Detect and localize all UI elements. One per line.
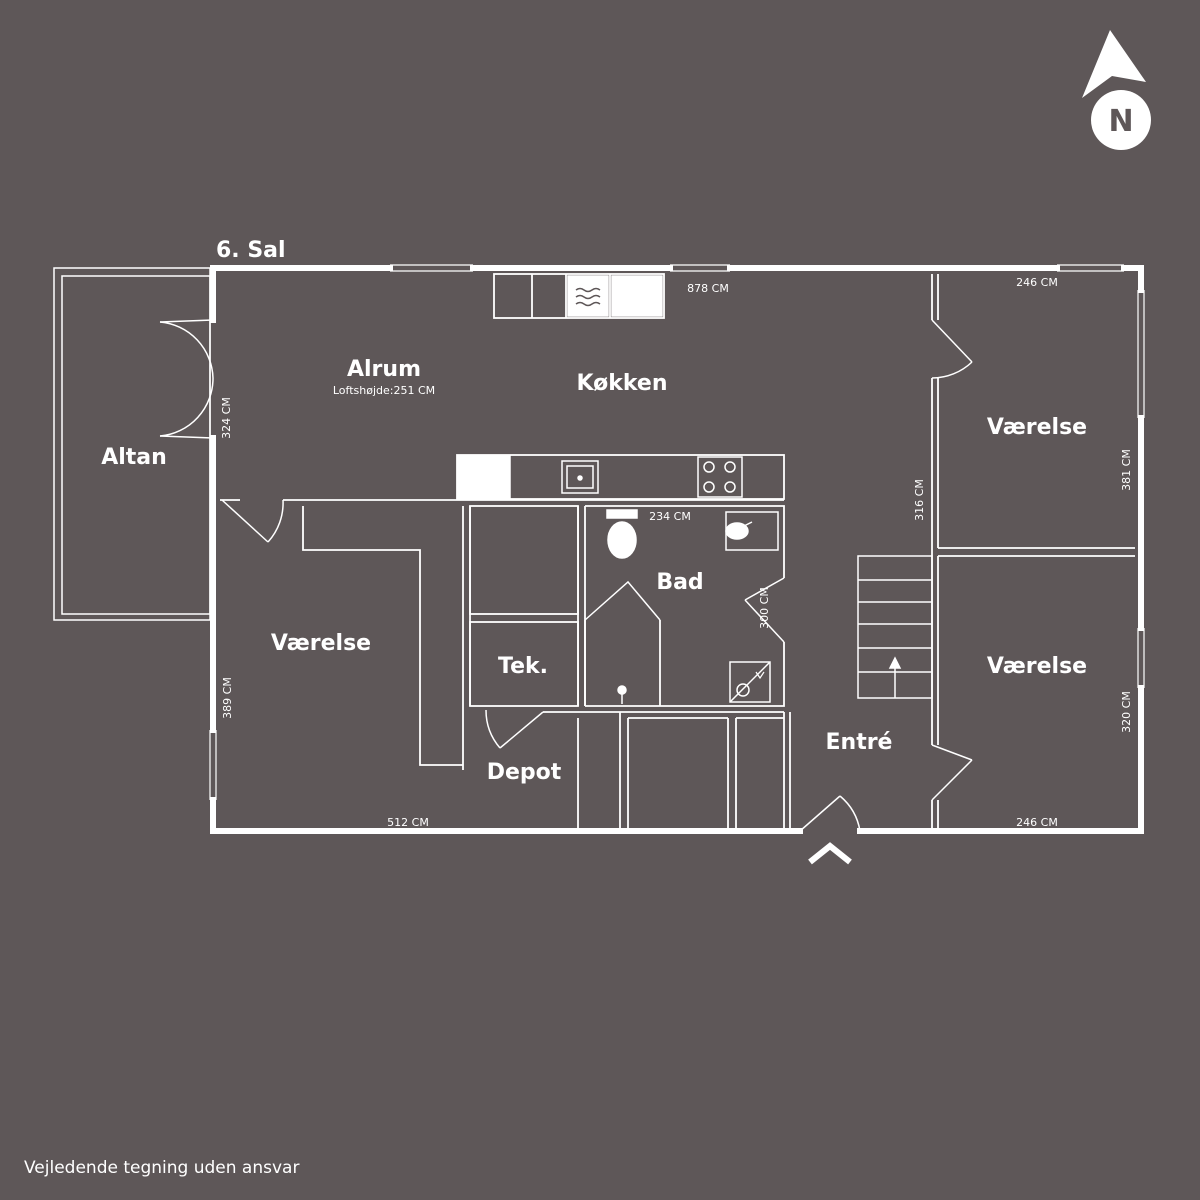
windows — [209, 264, 1145, 800]
dimension-right-bottom-246: 246 CM — [1016, 816, 1058, 829]
dimension-right-top-246: 246 CM — [1016, 276, 1058, 289]
room-label-bad: Bad — [656, 570, 703, 595]
ceiling-height-label: Loftshøjde:251 CM — [333, 384, 435, 397]
compass-letter: N — [1108, 104, 1133, 139]
dimension-bottom-512: 512 CM — [387, 816, 429, 829]
room-label-tek: Tek. — [498, 654, 548, 679]
dimension-left-389: 389 CM — [221, 677, 234, 719]
dimension-left-324: 324 CM — [220, 397, 233, 439]
floor-label: 6. Sal — [216, 238, 286, 263]
interior-doors — [221, 319, 973, 832]
interior-walls — [220, 273, 1135, 828]
disclaimer-text: Vejledende tegning uden ansvar — [24, 1158, 300, 1178]
room-label-vaerelse-bottom-right: Værelse — [987, 654, 1087, 679]
kitchen-fixtures — [457, 275, 743, 499]
bathroom-fixtures — [606, 509, 779, 704]
dimension-bad-234: 234 CM — [649, 510, 691, 523]
dimension-top-878: 878 CM — [687, 282, 729, 295]
room-label-vaerelse-left: Værelse — [271, 631, 371, 656]
room-label-depot: Depot — [487, 760, 562, 785]
dimension-right-381: 381 CM — [1120, 449, 1133, 491]
staircase — [857, 555, 933, 699]
room-label-alrum: Alrum — [347, 357, 421, 382]
dimension-stair-316: 316 CM — [913, 479, 926, 521]
dimension-right-320: 320 CM — [1120, 691, 1133, 733]
balcony-double-door — [159, 319, 214, 439]
dimension-bad-300: 300 CM — [758, 587, 771, 629]
north-arrow-icon: N — [1082, 30, 1151, 150]
room-label-altan: Altan — [101, 445, 167, 470]
room-label-vaerelse-top-right: Værelse — [987, 415, 1087, 440]
room-label-kokken: Køkken — [576, 371, 667, 396]
room-label-entre: Entré — [826, 730, 893, 755]
entrance-arrow-icon — [808, 842, 852, 865]
outer-walls — [210, 265, 1144, 834]
